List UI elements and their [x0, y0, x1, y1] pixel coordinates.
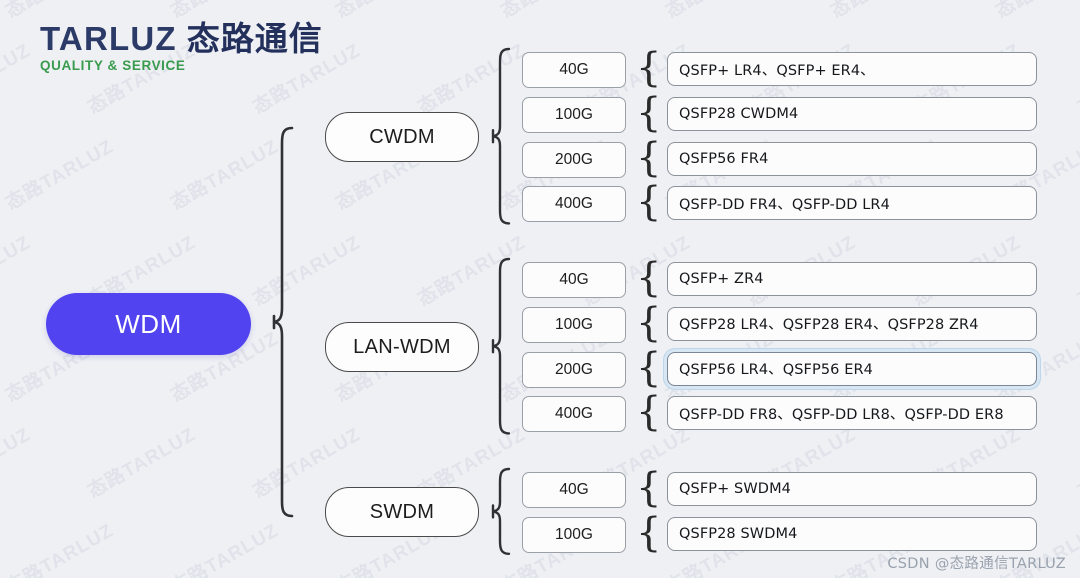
- node-category-lan-wdm[interactable]: LAN-WDM: [325, 322, 479, 373]
- module-box-lan-wdm-40g[interactable]: QSFP+ ZR4: [667, 262, 1037, 296]
- brand-logo-row: TARLUZ 态路通信: [40, 22, 323, 55]
- watermark-text: 态路TARLUZ: [825, 0, 943, 23]
- node-category-cwdm[interactable]: CWDM: [325, 112, 479, 163]
- watermark-text: 态路TARLUZ: [167, 136, 283, 215]
- speed-box-lan-wdm-200g[interactable]: 200G: [522, 351, 626, 388]
- speed-label: 40G: [559, 61, 589, 78]
- watermark-text: 态路TARLUZ: [167, 520, 283, 578]
- speed-label: 100G: [555, 525, 593, 543]
- brace-row-connector: {: [636, 465, 662, 511]
- module-list-label: QSFP56 LR4、QSFP56 ER4: [679, 362, 873, 379]
- speed-box-cwdm-200g[interactable]: 200G: [522, 141, 626, 178]
- watermark-text: 态路TARLUZ: [1074, 232, 1080, 311]
- brace-group-swdm: [491, 465, 513, 558]
- speed-box-cwdm-400g[interactable]: 400G: [522, 186, 626, 223]
- module-box-cwdm-200g[interactable]: QSFP56 FR4: [667, 141, 1037, 176]
- speed-box-lan-wdm-100g[interactable]: 100G: [522, 306, 626, 343]
- brand-tagline: QUALITY & SERVICE: [40, 58, 186, 73]
- watermark-text: 态路TARLUZ: [249, 232, 365, 311]
- brace-row-connector: {: [636, 89, 662, 136]
- module-box-lan-wdm-200g[interactable]: QSFP56 LR4、QSFP56 ER4: [667, 351, 1037, 386]
- module-box-swdm-40g[interactable]: QSFP+ SWDM4: [667, 472, 1037, 506]
- module-box-cwdm-100g[interactable]: QSFP28 CWDM4: [667, 96, 1037, 131]
- watermark-text: 态路TARLUZ: [495, 0, 613, 23]
- speed-box-swdm-100g[interactable]: 100G: [522, 516, 626, 553]
- brace-row-connector: {: [636, 45, 662, 91]
- speed-label: 40G: [559, 271, 589, 288]
- module-list-label: QSFP+ LR4、QSFP+ ER4、: [679, 62, 875, 79]
- speed-box-cwdm-40g[interactable]: 40G: [522, 52, 626, 88]
- brace-row-connector: {: [636, 134, 662, 181]
- brand-logo: TARLUZ 态路通信 QUALITY & SERVICE: [40, 22, 323, 73]
- brand-name-cn: 态路通信: [186, 19, 323, 58]
- module-box-cwdm-40g[interactable]: QSFP+ LR4、QSFP+ ER4、: [667, 52, 1037, 86]
- module-box-lan-wdm-100g[interactable]: QSFP28 LR4、QSFP28 ER4、QSFP28 ZR4: [667, 306, 1037, 341]
- brace-row-connector: {: [636, 179, 662, 226]
- brace-row-connector: {: [636, 255, 662, 301]
- brace-group-cwdm: [491, 45, 513, 227]
- node-root-wdm[interactable]: WDM: [46, 293, 251, 355]
- speed-box-swdm-40g[interactable]: 40G: [522, 472, 626, 508]
- speed-box-cwdm-100g[interactable]: 100G: [522, 96, 626, 133]
- speed-label: 400G: [555, 195, 593, 213]
- node-category-label: CWDM: [369, 125, 435, 148]
- speed-label: 200G: [555, 150, 593, 168]
- watermark-text: 态路TARLUZ: [0, 232, 35, 311]
- watermark-text: 态路TARLUZ: [0, 40, 35, 119]
- module-list-label: QSFP28 LR4、QSFP28 ER4、QSFP28 ZR4: [679, 317, 979, 334]
- node-category-label: LAN-WDM: [353, 335, 451, 358]
- module-box-cwdm-400g[interactable]: QSFP-DD FR4、QSFP-DD LR4: [667, 186, 1037, 221]
- watermark-text: 态路TARLUZ: [330, 0, 448, 23]
- module-list-label: QSFP-DD FR4、QSFP-DD LR4: [679, 196, 890, 213]
- module-list-label: QSFP+ SWDM4: [679, 481, 792, 497]
- brace-row-connector: {: [636, 299, 662, 346]
- brace-group-lan-wdm: [491, 255, 513, 437]
- module-list-label: QSFP28 SWDM4: [679, 525, 798, 542]
- watermark-text: 态路TARLUZ: [2, 520, 118, 578]
- node-root-wdm-label: WDM: [115, 308, 182, 339]
- watermark-text: 态路TARLUZ: [1074, 424, 1080, 503]
- credit-watermark: CSDN @态路通信TARLUZ: [887, 556, 1066, 572]
- watermark-text: 态路TARLUZ: [84, 424, 200, 503]
- module-list-label: QSFP+ ZR4: [679, 271, 764, 287]
- brace-root: [272, 124, 298, 520]
- watermark-text: 态路TARLUZ: [660, 0, 778, 23]
- speed-label: 200G: [555, 360, 593, 378]
- speed-label: 100G: [555, 315, 593, 333]
- watermark-text: 态路TARLUZ: [990, 0, 1080, 23]
- module-list-label: QSFP28 CWDM4: [679, 105, 799, 122]
- brand-name-en: TARLUZ: [40, 20, 177, 57]
- module-box-lan-wdm-400g[interactable]: QSFP-DD FR8、QSFP-DD LR8、QSFP-DD ER8: [667, 396, 1037, 431]
- speed-box-lan-wdm-400g[interactable]: 400G: [522, 396, 626, 433]
- module-list-label: QSFP-DD FR8、QSFP-DD LR8、QSFP-DD ER8: [679, 406, 1004, 423]
- node-category-label: SWDM: [369, 500, 435, 523]
- node-category-swdm[interactable]: SWDM: [325, 487, 479, 538]
- watermark-text: 态路TARLUZ: [0, 424, 35, 503]
- speed-box-lan-wdm-40g[interactable]: 40G: [522, 262, 626, 298]
- brace-row-connector: {: [636, 509, 662, 556]
- speed-label: 40G: [559, 481, 589, 498]
- watermark-text: 态路TARLUZ: [2, 136, 118, 215]
- brace-row-connector: {: [636, 344, 662, 391]
- module-box-swdm-100g[interactable]: QSFP28 SWDM4: [667, 516, 1037, 551]
- speed-label: 400G: [555, 405, 593, 423]
- speed-label: 100G: [555, 105, 593, 123]
- watermark-text: 态路TARLUZ: [1074, 40, 1080, 119]
- brace-row-connector: {: [636, 389, 662, 436]
- module-list-label: QSFP56 FR4: [679, 150, 769, 167]
